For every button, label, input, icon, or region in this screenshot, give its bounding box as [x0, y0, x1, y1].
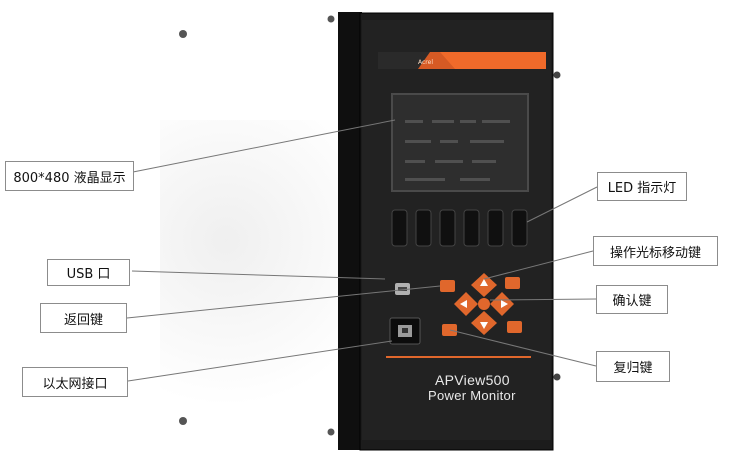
- label-back: 返回键: [40, 303, 127, 333]
- aux-key-2: [507, 321, 522, 333]
- led-indicator-row: [391, 209, 528, 247]
- label-lcd: 800*480 液晶显示: [5, 161, 134, 191]
- reset-key: [442, 324, 457, 336]
- aux-key: [505, 277, 520, 289]
- lcd-screen: [391, 93, 529, 192]
- confirm-key: [478, 298, 490, 310]
- keypad: [440, 273, 522, 336]
- model-subtitle: Power Monitor: [428, 388, 516, 403]
- label-ethernet: 以太网接口: [22, 367, 128, 397]
- label-reset: 复归键: [596, 351, 670, 382]
- brand-strip-text: Acrel: [418, 59, 433, 66]
- accent-line: [386, 356, 531, 358]
- back-key: [440, 280, 455, 292]
- label-led: LED 指示灯: [597, 172, 687, 201]
- label-confirm: 确认键: [596, 285, 668, 314]
- label-cursor: 操作光标移动键: [593, 236, 718, 266]
- leader-lines: [126, 119, 598, 382]
- device-panel: [338, 12, 554, 451]
- model-name: APView500: [435, 372, 510, 388]
- label-usb: USB 口: [47, 259, 130, 286]
